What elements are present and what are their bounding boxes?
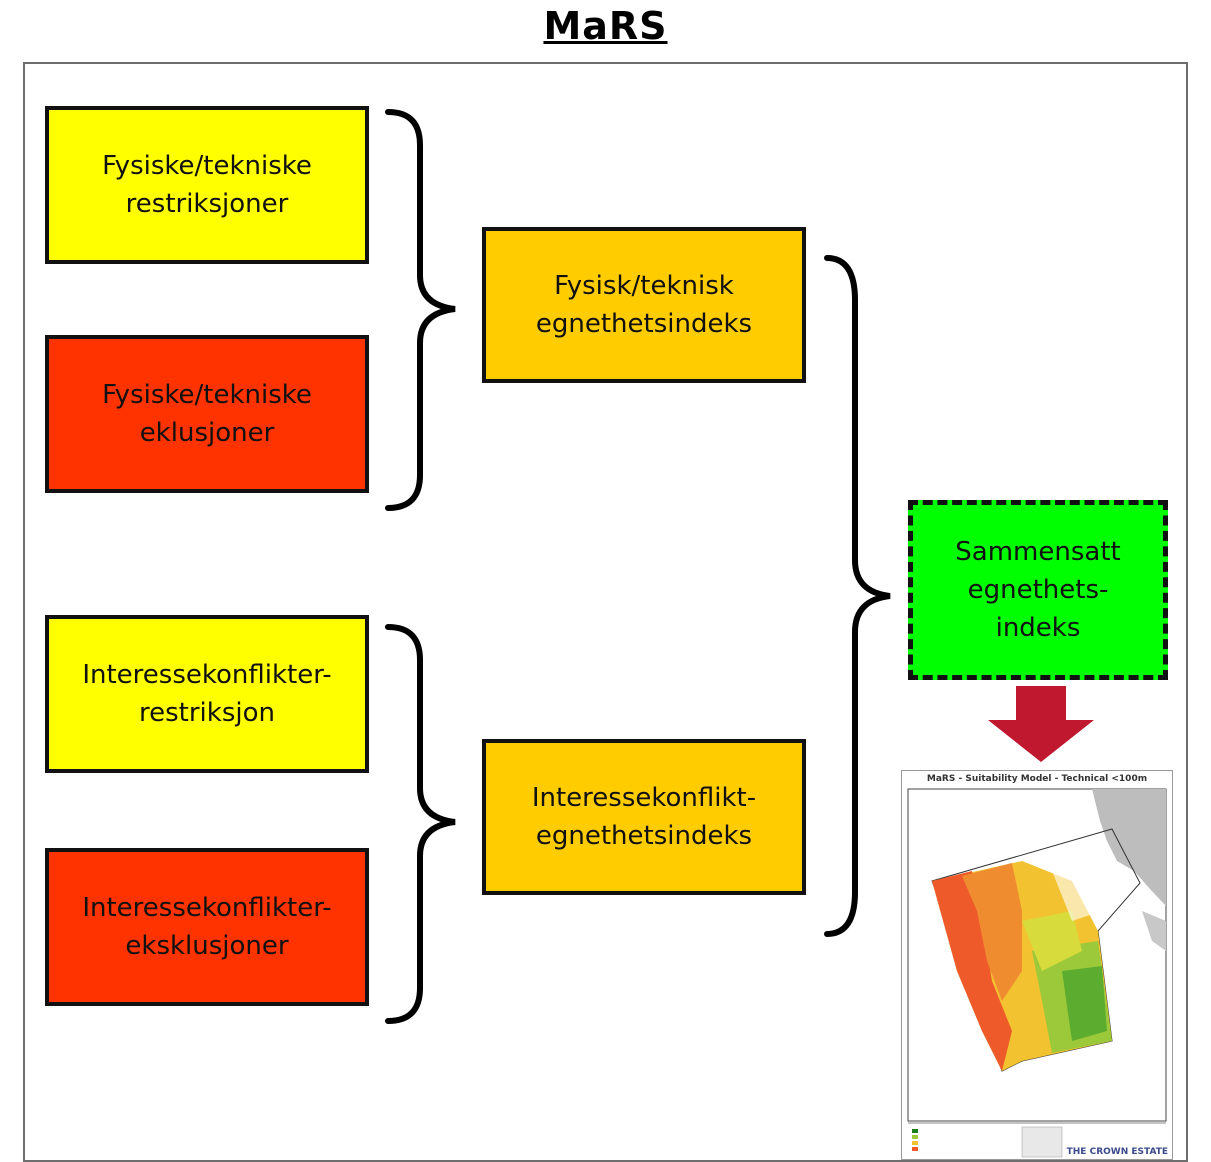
brace-combined bbox=[824, 255, 891, 937]
physical-exclusions-box: Fysiske/tekniske eklusjoner bbox=[45, 335, 369, 493]
conflict-restrictions-box: Interessekonflikter- restriksjon bbox=[45, 615, 369, 773]
conflict-exclusions-box: Interessekonflikter- eksklusjoner bbox=[45, 848, 369, 1006]
physical-suitability-index-box: Fysisk/teknisk egnethetsindeks bbox=[482, 227, 806, 383]
map-title: MaRS - Suitability Model - Technical <10… bbox=[926, 774, 1148, 784]
physical-restrictions-box: Fysiske/tekniske restriksjoner bbox=[45, 106, 369, 264]
physical-exclusions-label: Fysiske/tekniske eklusjoner bbox=[102, 380, 312, 448]
down-arrow-icon bbox=[988, 686, 1094, 762]
brace-conflict bbox=[385, 624, 456, 1024]
combined-suitability-index-box: Sammensatt egnethets- indeks bbox=[908, 500, 1168, 680]
suitability-map-image: MaRS - Suitability Model - Technical <10… bbox=[901, 770, 1173, 1160]
conflict-suitability-index-box: Interessekonflikt- egnethetsindeks bbox=[482, 739, 806, 895]
brace-physical bbox=[385, 109, 456, 511]
conflict-restrictions-label: Interessekonflikter- restriksjon bbox=[82, 660, 332, 728]
physical-suitability-index-label: Fysisk/teknisk egnethetsindeks bbox=[535, 271, 753, 339]
physical-restrictions-label: Fysiske/tekniske restriksjoner bbox=[102, 151, 312, 219]
conflict-exclusions-label: Interessekonflikter- eksklusjoner bbox=[82, 893, 332, 961]
combined-suitability-index-label: Sammensatt egnethets- indeks bbox=[955, 537, 1121, 643]
map-graphic bbox=[907, 788, 1167, 1158]
conflict-suitability-index-label: Interessekonflikt- egnethetsindeks bbox=[531, 783, 757, 851]
page-title: MaRS bbox=[543, 4, 668, 48]
crown-estate-logo: THE CROWN ESTATE bbox=[1066, 1147, 1168, 1157]
